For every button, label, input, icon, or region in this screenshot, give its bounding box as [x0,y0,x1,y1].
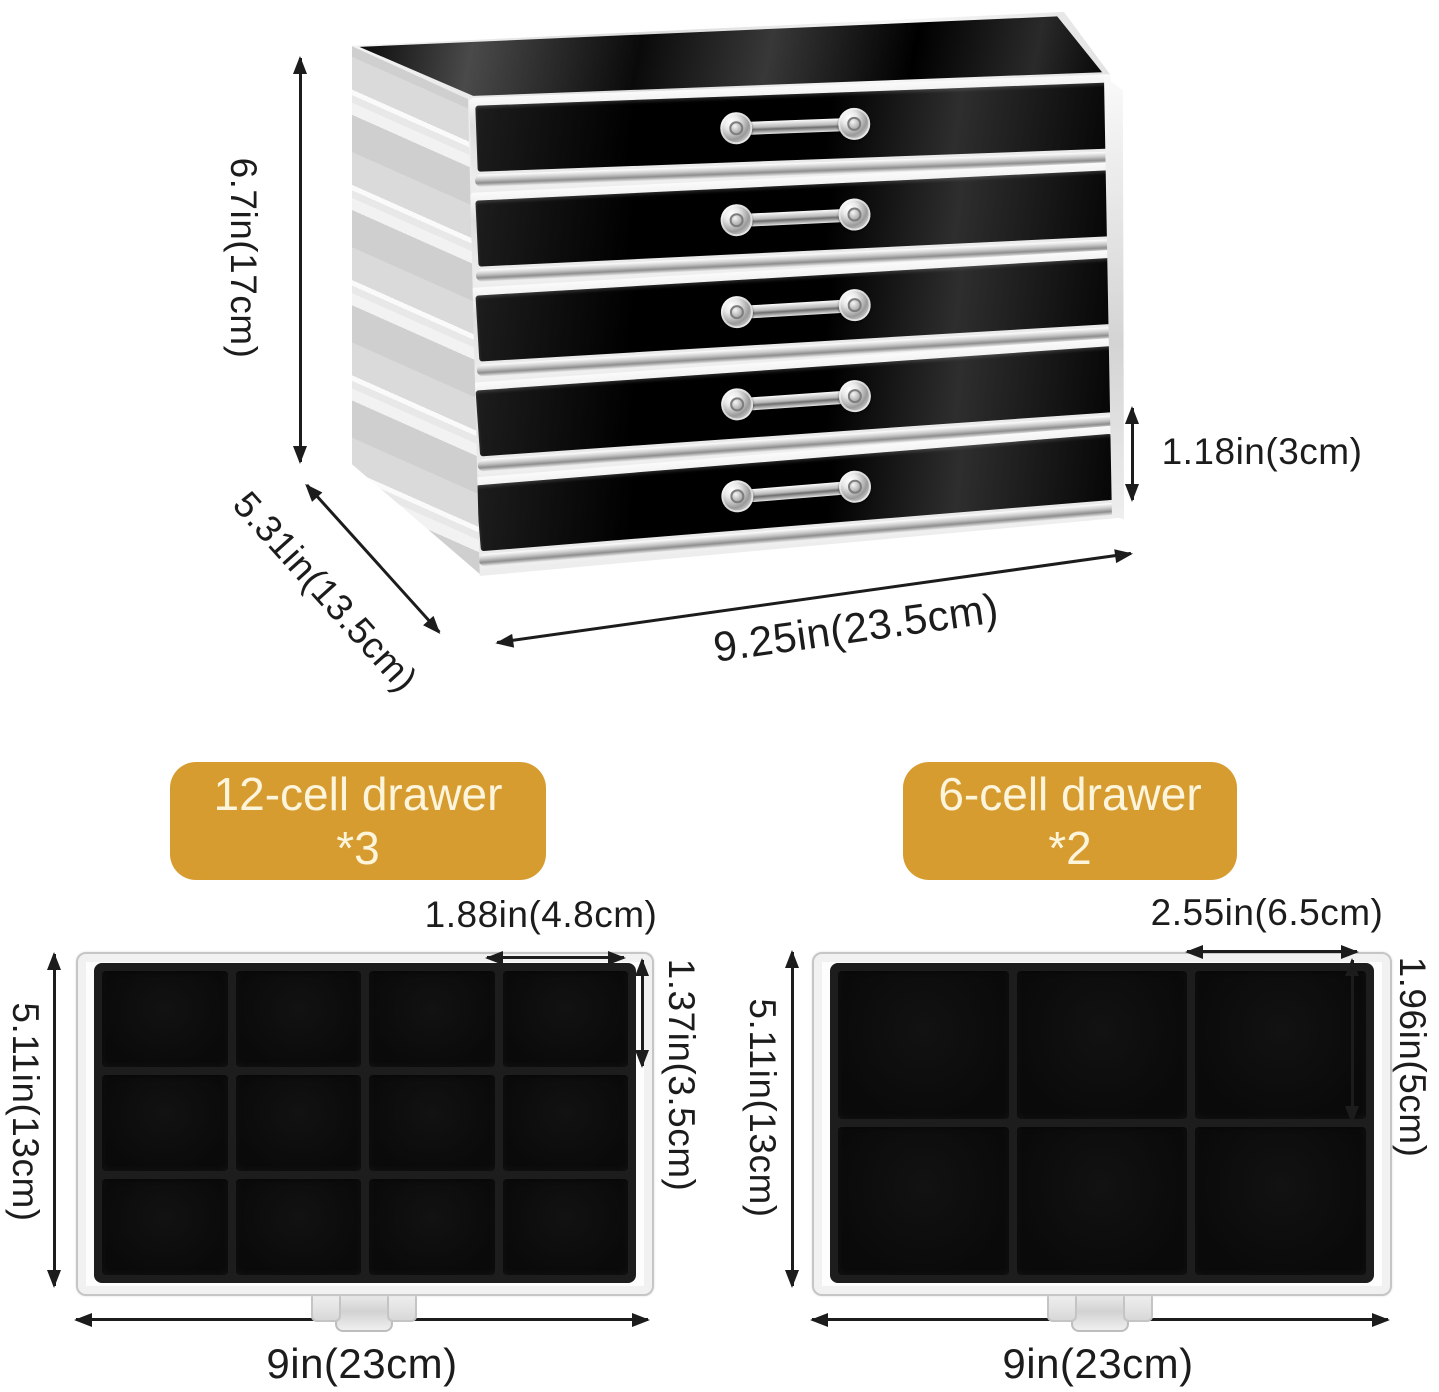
cell-width-label-6: 2.55in(6.5cm) [1150,892,1384,933]
tray-cell [102,1075,228,1171]
tray-cell [502,1075,628,1171]
badge-title: 12-cell drawer [213,767,503,820]
handle-knob-left [720,387,755,422]
handle-knob-right [837,197,872,232]
cell-height-label-6: 1.96in(5cm) [1392,956,1433,1158]
handle-knob-right [837,107,871,141]
tray-cell [102,971,228,1067]
tray-cell [102,1179,228,1275]
tray-cell-grid [838,971,1366,1275]
tray-depth-label-6: 5.11in(13cm) [742,998,783,1218]
tray-width-label-6: 9in(23cm) [1002,1340,1194,1387]
handle-knob-right [837,379,872,414]
dimension-arrow-cell-width-12 [485,950,626,965]
cell-width-label-12: 1.88in(4.8cm) [424,894,658,935]
dimension-arrow-cell-width-6 [1185,944,1359,959]
dimension-arrow-cell-height-12 [641,960,644,1066]
tray-velvet-insert [830,963,1374,1283]
dimension-arrow-height [299,58,302,462]
tray-cell [235,1179,361,1275]
cabinet-front-face [467,74,1121,576]
handle-bar [744,118,847,135]
tray-width-label-12: 9in(23cm) [266,1340,458,1387]
tray-cell-grid [102,971,628,1275]
badge-6-cell-drawer: 6-cell drawer *2 [903,762,1237,880]
tray-cell [369,971,495,1067]
cabinet-width-label: 9.25in(23.5cm) [710,584,1002,671]
tray-6-cell [812,952,1392,1296]
tray-cell [838,971,1009,1119]
badge-qty: *3 [336,822,380,874]
tray-cell [838,1127,1009,1275]
handle-bar [744,208,847,227]
tray-cell [502,971,628,1067]
cabinet-height-label: 6.7in(17cm) [223,157,264,359]
handle-bar [744,299,848,319]
handle-bar [744,481,848,503]
cell-height-label-12: 1.37in(3.5cm) [661,958,702,1192]
tray-cell [1016,971,1188,1119]
tray-cell [369,1075,495,1171]
dimension-arrow-cell-height-6 [1351,960,1354,1122]
dimension-arrow-tray-depth-12 [53,954,56,1286]
tray-cell [235,971,361,1067]
tray-cell [1016,1127,1188,1275]
badge-title: 6-cell drawer [938,767,1202,820]
tray-cell [1195,971,1366,1119]
handle-knob-left [719,203,754,237]
badge-qty: *2 [1048,822,1092,874]
tray-cell [1195,1127,1366,1275]
dimension-arrow-tray-depth-6 [791,952,794,1286]
handle-knob-left [719,111,753,145]
tray-cell [235,1075,361,1171]
drawer-handle [719,196,872,239]
handle-bar [744,390,848,411]
cabinet-drawer-height-label: 1.18in(3cm) [1161,431,1363,472]
dimension-arrow-drawer-height [1131,408,1134,500]
cabinet-side-face [352,46,482,576]
tray-depth-label-12: 5.11in(13cm) [5,1002,46,1222]
tray-12-cell [76,952,654,1296]
handle-knob-left [719,295,754,330]
badge-12-cell-drawer: 12-cell drawer *3 [170,762,546,880]
tray-cell [369,1179,495,1275]
drawer-handle [719,105,871,146]
handle-knob-left [720,479,755,514]
handle-knob-right [837,469,873,504]
tray-velvet-insert [94,963,636,1283]
tray-cell [502,1179,628,1275]
cabinet-depth-label: 5.31in(13.5cm) [225,483,426,700]
handle-knob-right [837,288,872,323]
